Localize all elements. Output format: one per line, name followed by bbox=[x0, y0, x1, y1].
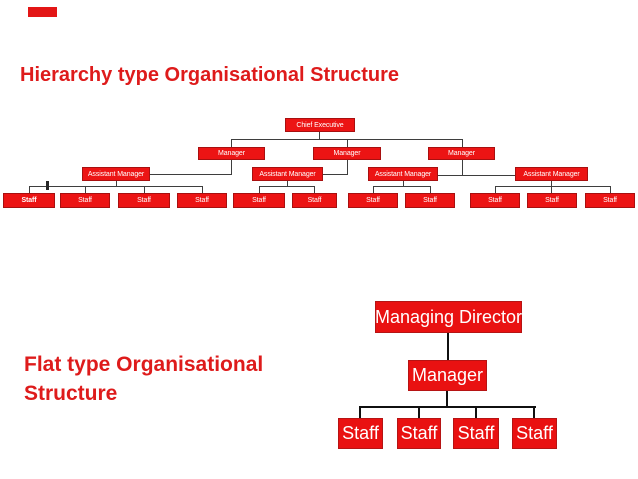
flat-box-managing-director: Managing Director bbox=[375, 301, 522, 333]
connector-line bbox=[373, 186, 431, 187]
connector-line bbox=[85, 186, 86, 193]
connector-line bbox=[551, 186, 552, 193]
connector-line bbox=[287, 181, 288, 186]
connector-line bbox=[447, 333, 449, 360]
connector-line bbox=[373, 186, 374, 193]
connector-line bbox=[359, 407, 361, 418]
connector-line bbox=[533, 407, 535, 418]
org-box-staff-10: Staff bbox=[527, 193, 577, 208]
org-box-staff-11: Staff bbox=[585, 193, 635, 208]
hierarchy-section-title: Hierarchy type Organisational Structure bbox=[20, 64, 400, 86]
org-box-staff-8: Staff bbox=[405, 193, 455, 208]
org-box-staff-3: Staff bbox=[118, 193, 170, 208]
org-box-staff-1: Staff bbox=[3, 193, 55, 208]
connector-line bbox=[495, 186, 611, 187]
connector-line bbox=[347, 160, 348, 175]
connector-line bbox=[347, 139, 348, 148]
connector-line bbox=[430, 186, 431, 193]
org-box-assistant-manager-4: Assistant Manager bbox=[515, 167, 588, 181]
connector-line bbox=[29, 186, 203, 187]
connector-line bbox=[231, 160, 232, 175]
connector-line bbox=[231, 139, 232, 148]
org-box-manager-3: Manager bbox=[428, 147, 495, 160]
connector-line bbox=[446, 391, 448, 407]
flat-box-staff-3: Staff bbox=[453, 418, 499, 449]
connector-line bbox=[144, 186, 145, 193]
connector-line bbox=[319, 132, 320, 139]
org-box-staff-6: Staff bbox=[292, 193, 337, 208]
flat-box-manager: Manager bbox=[408, 360, 487, 391]
org-box-chief-executive: Chief Executive bbox=[285, 118, 355, 132]
accent-bar bbox=[28, 7, 57, 17]
flat-box-staff-1: Staff bbox=[338, 418, 383, 449]
org-box-staff-4: Staff bbox=[177, 193, 227, 208]
connector-line bbox=[475, 407, 477, 418]
connector-line bbox=[259, 186, 260, 193]
connector-junction-mark bbox=[46, 181, 49, 190]
org-box-staff-2: Staff bbox=[60, 193, 110, 208]
flat-section-title: Flat type Organisational Structure bbox=[24, 353, 264, 405]
connector-line bbox=[150, 174, 232, 175]
org-box-assistant-manager-1: Assistant Manager bbox=[82, 167, 150, 181]
org-box-staff-9: Staff bbox=[470, 193, 520, 208]
org-box-manager-2: Manager bbox=[313, 147, 381, 160]
connector-line bbox=[359, 406, 536, 408]
connector-line bbox=[403, 181, 404, 186]
flat-box-staff-4: Staff bbox=[512, 418, 557, 449]
connector-line bbox=[259, 186, 315, 187]
connector-line bbox=[314, 186, 315, 193]
connector-line bbox=[418, 407, 420, 418]
connector-line bbox=[29, 186, 30, 193]
org-box-assistant-manager-3: Assistant Manager bbox=[368, 167, 438, 181]
connector-line bbox=[116, 181, 117, 186]
connector-line bbox=[323, 174, 348, 175]
org-box-staff-5: Staff bbox=[233, 193, 285, 208]
connector-line bbox=[462, 139, 463, 148]
connector-line bbox=[202, 186, 203, 193]
connector-line bbox=[462, 160, 463, 176]
org-box-manager-1: Manager bbox=[198, 147, 265, 160]
org-box-assistant-manager-2: Assistant Manager bbox=[252, 167, 323, 181]
connector-line bbox=[610, 186, 611, 193]
connector-line bbox=[551, 181, 552, 186]
flat-box-staff-2: Staff bbox=[397, 418, 441, 449]
org-box-staff-7: Staff bbox=[348, 193, 398, 208]
connector-line bbox=[438, 175, 516, 176]
connector-line bbox=[495, 186, 496, 193]
